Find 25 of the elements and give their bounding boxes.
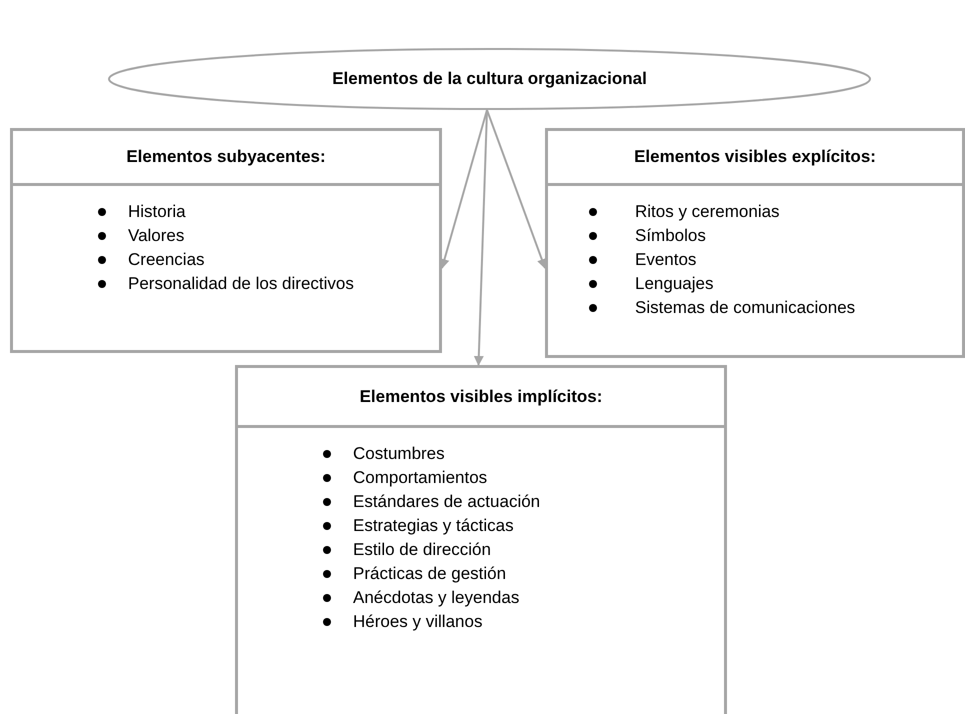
list-item: Símbolos <box>635 225 706 247</box>
box-heading: Elementos visibles explícitos: <box>634 147 876 167</box>
list-item: Eventos <box>635 249 696 271</box>
list-item: Personalidad de los directivos <box>128 273 354 295</box>
list-item: Comportamientos <box>353 467 488 489</box>
list-item: Creencias <box>128 249 205 271</box>
list-item: Estrategias y tácticas <box>353 515 514 537</box>
list-item: Héroes y villanos <box>353 611 482 633</box>
list-item: Historia <box>128 201 186 223</box>
list-item: Prácticas de gestión <box>353 563 506 585</box>
list-item: Anécdotas y leyendas <box>353 587 520 609</box>
arrow <box>486 110 547 269</box>
list-item: Estilo de dirección <box>353 539 491 561</box>
list-item: Estándares de actuación <box>353 491 540 513</box>
category-box <box>10 128 442 353</box>
list-item: Costumbres <box>353 443 445 465</box>
list-item: Lenguajes <box>635 273 714 295</box>
list-item: Ritos y ceremonias <box>635 201 780 223</box>
box-heading: Elementos visibles implícitos: <box>360 386 602 406</box>
list-item: Valores <box>128 225 184 247</box>
category-box <box>545 128 965 358</box>
box-heading: Elementos subyacentes: <box>126 147 326 167</box>
list-item: Sistemas de comunicaciones <box>635 297 856 319</box>
title-text: Elementos de la cultura organizacional <box>332 69 647 89</box>
category-box <box>235 365 727 714</box>
